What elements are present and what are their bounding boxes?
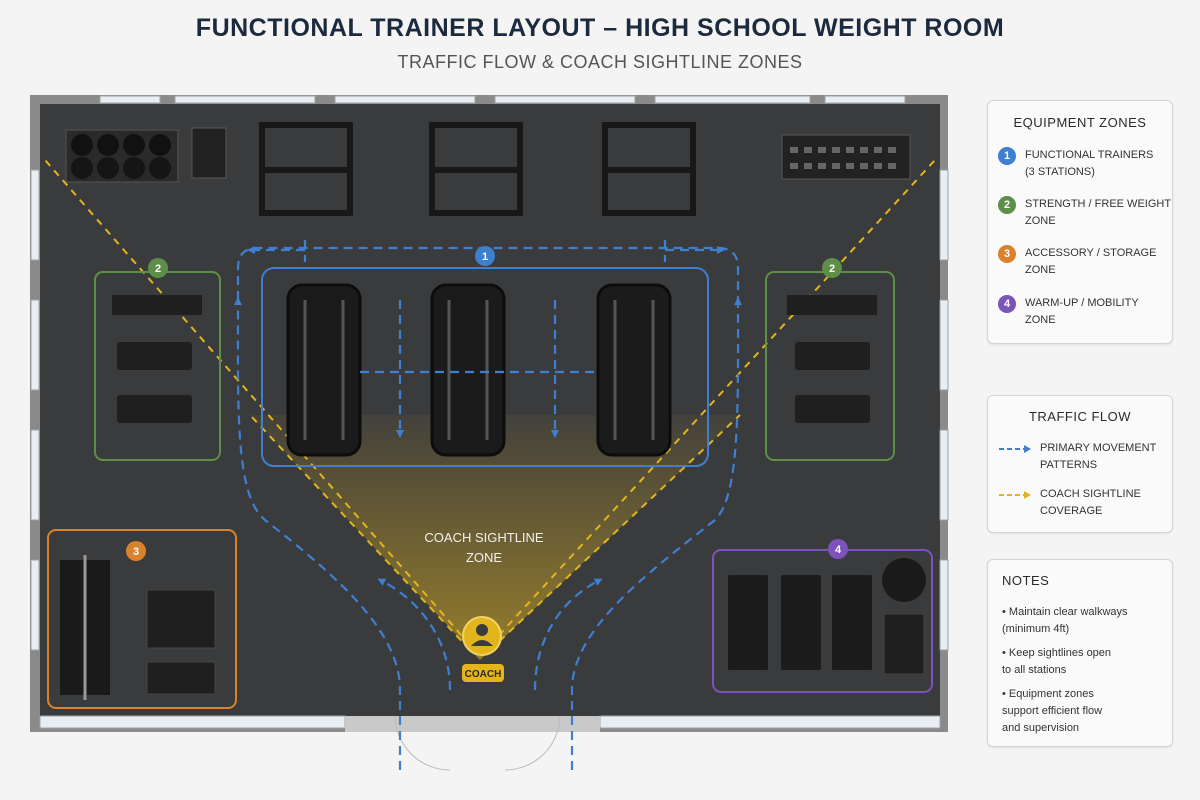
zone-4-outline bbox=[712, 549, 933, 693]
yellow-dashed-arrow-icon bbox=[999, 491, 1031, 499]
zone-1-outline bbox=[261, 267, 709, 467]
note-item-2: • Keep sightlines open to all stations bbox=[1002, 647, 1112, 676]
top-windows bbox=[99, 95, 906, 104]
stability-ball bbox=[882, 558, 926, 602]
storage-bench bbox=[146, 661, 216, 695]
coach-person-icon bbox=[476, 624, 488, 636]
plate-tree bbox=[60, 555, 110, 700]
equipment-zones-heading: EQUIPMENT ZONES bbox=[1013, 115, 1147, 130]
functional-trainer-3 bbox=[596, 283, 672, 457]
zone-badge-2-left: 2 bbox=[148, 258, 168, 278]
bench-right-1 bbox=[795, 342, 870, 370]
note-item-3: • Equipment zones support efficient flow… bbox=[1002, 688, 1103, 734]
zone-badge-2-left-label: 2 bbox=[155, 263, 161, 275]
zone-3-outline bbox=[47, 529, 237, 709]
mat-2 bbox=[781, 575, 821, 670]
door-swing-right bbox=[504, 715, 561, 771]
primary-movement-loop bbox=[236, 240, 740, 374]
kettlebell-rack bbox=[146, 589, 216, 649]
functional-trainer-1 bbox=[286, 283, 362, 457]
zone-legend-text-4: WARM-UP / MOBILITY ZONE bbox=[1025, 297, 1139, 326]
zone-legend-num-1: 1 bbox=[998, 147, 1016, 165]
zone-legend-text-1: FUNCTIONAL TRAINERS (3 STATIONS) bbox=[1025, 149, 1154, 178]
floor-plan: 1 2 2 3 4 COACH SIGHTLINE ZONE COACH bbox=[30, 95, 949, 771]
equipment-zones-panel: EQUIPMENT ZONES 1 FUNCTIONAL TRAINERS (3… bbox=[987, 100, 1173, 344]
blue-dashed-arrow-icon bbox=[999, 445, 1031, 453]
zone-badge-3-label: 3 bbox=[133, 546, 139, 558]
coach-sightline-zone bbox=[250, 415, 740, 660]
dumbbell-rack-right bbox=[787, 295, 877, 315]
power-rack-1 bbox=[259, 122, 353, 216]
traffic-flow-panel: TRAFFIC FLOW PRIMARY MOVEMENT PATTERNS C… bbox=[987, 395, 1173, 533]
traffic-flow-heading: TRAFFIC FLOW bbox=[1028, 409, 1132, 424]
dumbbell-rack-left bbox=[112, 295, 202, 315]
zone-badge-2-right-label: 2 bbox=[829, 263, 835, 275]
coach-sightlines bbox=[44, 159, 936, 651]
zone-legend-item-3: 3 ACCESSORY / STORAGE ZONE bbox=[998, 245, 1175, 279]
coach-zone-label-line2: ZONE bbox=[466, 550, 502, 565]
coach-zone-label-line1: COACH SIGHTLINE bbox=[424, 530, 544, 545]
bench-right-2 bbox=[795, 395, 870, 423]
dumbbell-rack-top bbox=[781, 134, 911, 180]
zone-legend-text-3: ACCESSORY / STORAGE ZONE bbox=[1025, 247, 1157, 276]
page-title: FUNCTIONAL TRAINER LAYOUT – HIGH SCHOOL … bbox=[195, 14, 1005, 42]
zone-legend-num-3: 3 bbox=[998, 245, 1016, 263]
zone-badge-4: 4 bbox=[828, 539, 848, 559]
flow-legend-text-primary: PRIMARY MOVEMENT PATTERNS bbox=[1040, 442, 1157, 471]
power-rack-3 bbox=[602, 122, 696, 216]
zone-badge-1: 1 bbox=[475, 246, 495, 266]
coach-marker: COACH bbox=[462, 616, 504, 682]
zone-legend-text-2: STRENGTH / FREE WEIGHT ZONE bbox=[1025, 198, 1172, 227]
door-swing-left bbox=[394, 715, 451, 771]
zone-badge-3: 3 bbox=[126, 541, 146, 561]
medicine-ball-rack bbox=[65, 129, 179, 183]
notes-heading: NOTES bbox=[1002, 573, 1050, 588]
zone-legend-item-2: 2 STRENGTH / FREE WEIGHT ZONE bbox=[998, 196, 1175, 230]
bench-left-2 bbox=[117, 395, 192, 423]
bottom-wall-right bbox=[599, 715, 941, 729]
mat-3 bbox=[832, 575, 872, 670]
flow-legend-item-primary: PRIMARY MOVEMENT PATTERNS bbox=[998, 440, 1168, 474]
zone-legend-item-4: 4 WARM-UP / MOBILITY ZONE bbox=[998, 295, 1175, 329]
primary-movement-paths bbox=[233, 246, 743, 770]
plyo-box bbox=[191, 127, 227, 179]
zone-legend-item-1: 1 FUNCTIONAL TRAINERS (3 STATIONS) bbox=[998, 147, 1175, 181]
flow-legend-item-sightline: COACH SIGHTLINE COVERAGE bbox=[998, 486, 1168, 520]
note-item-1: • Maintain clear walkways (minimum 4ft) bbox=[1002, 606, 1128, 635]
zone-legend-num-4: 4 bbox=[998, 295, 1016, 313]
entry-doors bbox=[345, 716, 600, 732]
notes-panel: NOTES • Maintain clear walkways (minimum… bbox=[987, 559, 1173, 747]
side-windows bbox=[30, 169, 949, 651]
mat-1 bbox=[728, 575, 768, 670]
flow-legend-text-sightline: COACH SIGHTLINE COVERAGE bbox=[1040, 488, 1141, 517]
bottom-wall-left bbox=[39, 715, 346, 729]
zone-badge-2-right: 2 bbox=[822, 258, 842, 278]
functional-trainer-2 bbox=[430, 283, 506, 457]
bench-left-1 bbox=[117, 342, 192, 370]
zone-badge-1-label: 1 bbox=[482, 251, 488, 263]
zone-badge-4-label: 4 bbox=[835, 544, 842, 556]
power-rack-2 bbox=[429, 122, 523, 216]
zone-legend-num-2: 2 bbox=[998, 196, 1016, 214]
foam-roller-rack bbox=[883, 613, 925, 675]
page-subtitle: TRAFFIC FLOW & COACH SIGHTLINE ZONES bbox=[397, 52, 803, 72]
coach-label: COACH bbox=[465, 669, 502, 680]
